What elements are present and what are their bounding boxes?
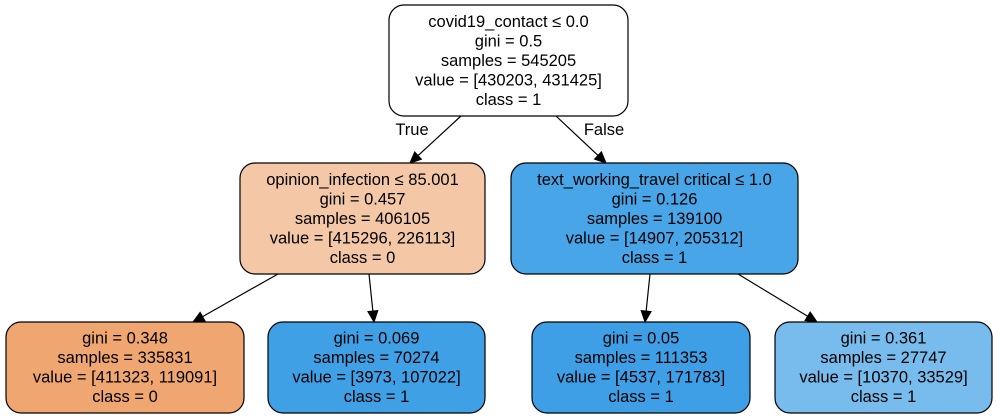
node-text-line: value = [4537, 171783]: [557, 369, 725, 387]
node-box: [531, 321, 751, 414]
node-text-line: value = [14907, 205312]: [566, 229, 744, 247]
node-text-line: value = [411323, 119091]: [33, 369, 217, 387]
node-text-line: gini = 0.348: [82, 330, 168, 348]
node-text-line: value = [415296, 226113]: [270, 229, 455, 247]
node-box: [774, 321, 993, 414]
node-text-line: gini = 0.05: [603, 330, 680, 348]
edge-root-to-left: True: [395, 115, 462, 164]
node-text-line: gini = 0.5: [475, 32, 542, 50]
edges-layer: True False: [191, 115, 819, 324]
node-text-line: class = 0: [92, 388, 158, 406]
arrowhead: [640, 309, 652, 324]
arrowhead: [191, 311, 206, 323]
edge-right-to-right-left: [640, 273, 652, 324]
node-text-line: covid19_contact ≤ 0.0: [428, 13, 588, 31]
node-box: [5, 321, 245, 414]
edge-root-to-right: False: [555, 115, 624, 164]
node-text-line: gini = 0.126: [612, 190, 698, 208]
edge-right-to-right-right: [737, 273, 819, 323]
arrowhead: [804, 311, 819, 323]
edge-line: [202, 273, 279, 318]
node-text-line: gini = 0.361: [841, 330, 927, 348]
node-text-line: samples = 111353: [575, 349, 708, 367]
node-text-line: samples = 406105: [295, 210, 430, 228]
arrowhead: [409, 150, 423, 164]
node-text-line: value = [10370, 33529]: [799, 369, 967, 387]
node-text-line: opinion_infection ≤ 85.001: [266, 171, 459, 189]
node-text-line: class = 1: [344, 388, 410, 406]
node-text-line: samples = 545205: [441, 52, 576, 70]
edge-left-to-left-right: [367, 273, 379, 324]
node-text-line: class = 1: [851, 388, 917, 406]
edge-line: [368, 273, 374, 312]
node-box: [388, 4, 629, 117]
node-text-line: gini = 0.457: [320, 190, 406, 208]
node-text-line: class = 1: [622, 249, 688, 267]
node-box: [267, 321, 486, 414]
node-text-line: samples = 335831: [57, 349, 192, 367]
node-text-line: samples = 70274: [313, 349, 439, 367]
edge-left-to-left-left: [191, 273, 279, 323]
node-text-line: class = 0: [330, 249, 396, 267]
node-box: [239, 162, 486, 275]
arrowhead: [367, 309, 379, 324]
node-text-line: text_working_travel critical ≤ 1.0: [537, 171, 772, 189]
node-box: [510, 162, 799, 275]
edge-line: [417, 115, 462, 156]
node-text-line: class = 1: [608, 388, 674, 406]
node-text-line: samples = 27747: [820, 349, 946, 367]
edge-label-false: False: [584, 121, 624, 139]
node-text-line: value = [430203, 431425]: [415, 71, 602, 89]
edge-line: [737, 273, 808, 317]
edge-label-true: True: [395, 121, 428, 139]
node-text-line: class = 1: [476, 91, 542, 109]
arrowhead: [593, 150, 607, 164]
node-text-line: value = [3973, 107022]: [292, 369, 460, 387]
node-text-line: samples = 139100: [587, 210, 722, 228]
edge-line: [555, 115, 599, 156]
node-text-line: gini = 0.069: [334, 330, 420, 348]
edge-line: [645, 273, 651, 312]
